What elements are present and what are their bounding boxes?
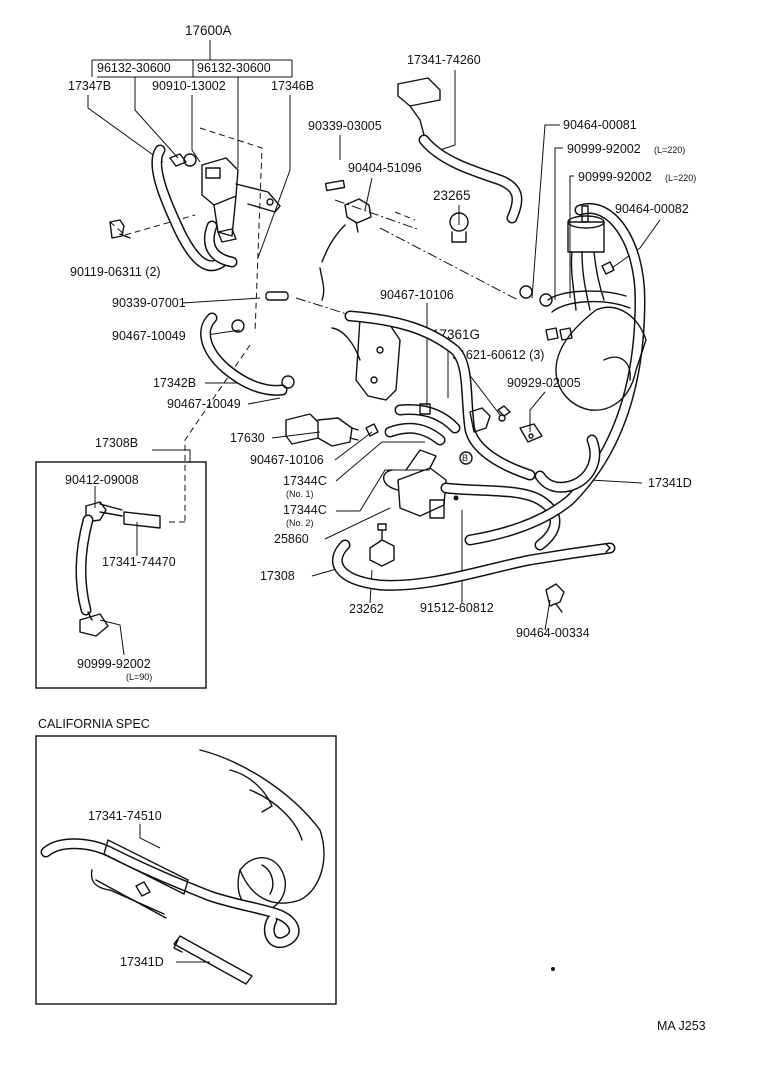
label-96132-30600-right: 96132-30600 — [197, 61, 271, 75]
connector-hose-17341-74260 — [324, 77, 523, 243]
label-90929-02005: 90929-02005 — [507, 376, 581, 390]
vsv-17630 — [285, 413, 379, 447]
label-90999-92002-b: 90999-92002 — [578, 170, 652, 184]
label-90339-03005: 90339-03005 — [308, 119, 382, 133]
bracket-17600A — [91, 40, 293, 78]
label-17344C-no2: 17344C — [283, 503, 327, 517]
label-17344C-no2-sub: (No. 2) — [286, 518, 314, 528]
label-17630: 17630 — [230, 431, 265, 445]
label-17344C-no1-sub: (No. 1) — [286, 489, 314, 499]
charcoal-canister-group — [319, 203, 647, 546]
label-90999-92002-c: 90999-92002 — [77, 657, 151, 671]
label-23265: 23265 — [433, 188, 471, 203]
label-90412-09008: 90412-09008 — [65, 473, 139, 487]
label-90339-07001: 90339-07001 — [112, 296, 186, 310]
label-90910-13002: 90910-13002 — [152, 79, 226, 93]
label-90999-92002-c-length: (L=90) — [126, 672, 152, 682]
hose-17342B — [200, 291, 295, 396]
label-90999-92002-a: 90999-92002 — [567, 142, 641, 156]
label-23262: 23262 — [349, 602, 384, 616]
central-bracket-and-hoses — [331, 310, 536, 481]
inset-17308B — [35, 461, 207, 689]
vsv-assembly-group — [109, 144, 281, 272]
label-90404-51096: 90404-51096 — [348, 161, 422, 175]
label-17341D-main: 17341D — [648, 476, 692, 490]
label-17341-74470: 17341-74470 — [102, 555, 176, 569]
label-90999-92002-b-length: (L=220) — [665, 173, 696, 183]
label-17600A: 17600A — [185, 23, 232, 38]
label-17341-74260: 17341-74260 — [407, 53, 481, 67]
label-96132-30600-left: 96132-30600 — [97, 61, 171, 75]
hose-17308-and-23262 — [331, 523, 616, 613]
label-17344C-no1: 17344C — [283, 474, 327, 488]
leader-lines — [87, 70, 661, 963]
california-spec-title: CALIFORNIA SPEC — [38, 717, 150, 731]
label-90464-00081: 90464-00081 — [563, 118, 637, 132]
label-90467-10049-top: 90467-10049 — [112, 329, 186, 343]
label-90464-00082: 90464-00082 — [615, 202, 689, 216]
label-17341-74510: 17341-74510 — [88, 809, 162, 823]
label-90467-10106-bottom: 90467-10106 — [250, 453, 324, 467]
label-90467-10106-top: 90467-10106 — [380, 288, 454, 302]
diagram-footer-code: MA J253 — [657, 1019, 706, 1033]
label-91512-60812: 91512-60812 — [420, 601, 494, 615]
label-17342B: 17342B — [153, 376, 196, 390]
label-17346B: 17346B — [271, 79, 314, 93]
part-labels: 17600A 96132-30600 96132-30600 17347B 90… — [38, 23, 706, 1033]
inset-california-spec — [35, 735, 555, 1005]
label-90999-92002-a-length: (L=220) — [654, 145, 685, 155]
label-17308B: 17308B — [95, 436, 138, 450]
label-91621-60612: 91621-60612 (3) — [452, 348, 544, 362]
label-17341D-california: 17341D — [120, 955, 164, 969]
label-17347B: 17347B — [68, 79, 111, 93]
label-17308: 17308 — [260, 569, 295, 583]
marker-b: B — [462, 453, 468, 463]
label-90467-10049-bottom: 90467-10049 — [167, 397, 241, 411]
label-25860: 25860 — [274, 532, 309, 546]
label-90119-06311: 90119-06311 (2) — [70, 265, 161, 279]
dashed-connections — [109, 127, 519, 523]
egr-valve-25860: B — [383, 449, 561, 551]
label-90464-00334: 90464-00334 — [516, 626, 590, 640]
